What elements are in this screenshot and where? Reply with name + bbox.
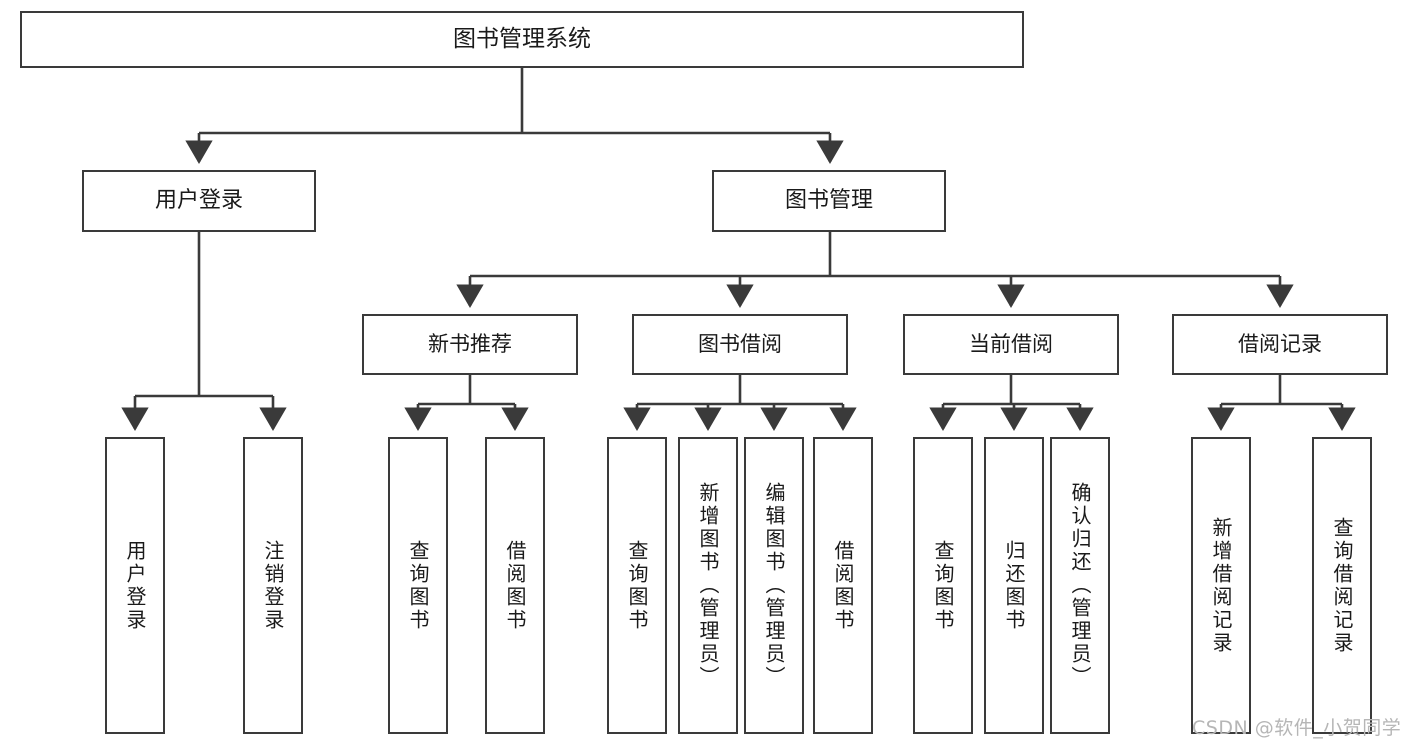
leaf-query-book-recommend[interactable]: 查询图书 — [388, 437, 448, 734]
node-book-management[interactable]: 图书管理 — [712, 170, 946, 232]
leaf-query-borrow-record-label: 查询借阅记录 — [1330, 516, 1354, 655]
leaf-query-book-recommend-label: 查询图书 — [406, 539, 430, 632]
node-user-login[interactable]: 用户登录 — [82, 170, 316, 232]
leaf-user-login[interactable]: 用户登录 — [105, 437, 165, 734]
node-borrow-record[interactable]: 借阅记录 — [1172, 314, 1388, 375]
leaf-query-book-current-label: 查询图书 — [931, 539, 955, 632]
node-current-borrow-label: 当前借阅 — [969, 331, 1053, 356]
leaf-query-book-borrow[interactable]: 查询图书 — [607, 437, 667, 734]
leaf-return-book-label: 归还图书 — [1002, 539, 1026, 632]
leaf-add-book-admin[interactable]: 新增图书（管理员） — [678, 437, 738, 734]
leaf-user-login-label: 用户登录 — [123, 539, 147, 632]
node-borrow-record-label: 借阅记录 — [1238, 331, 1322, 356]
leaf-query-book-borrow-label: 查询图书 — [625, 539, 649, 632]
leaf-borrow-book[interactable]: 借阅图书 — [813, 437, 873, 734]
watermark: CSDN @软件_小贺同学 — [1192, 717, 1402, 739]
leaf-logout-label: 注销登录 — [261, 539, 285, 632]
leaf-confirm-return-admin[interactable]: 确认归还（管理员） — [1050, 437, 1110, 734]
node-new-book-recommend-label: 新书推荐 — [428, 331, 512, 356]
node-root[interactable]: 图书管理系统 — [20, 11, 1024, 68]
leaf-edit-book-admin[interactable]: 编辑图书（管理员） — [744, 437, 804, 734]
node-book-management-label: 图书管理 — [784, 187, 873, 213]
leaf-query-book-current[interactable]: 查询图书 — [913, 437, 973, 734]
node-new-book-recommend[interactable]: 新书推荐 — [362, 314, 578, 375]
leaf-add-borrow-record[interactable]: 新增借阅记录 — [1191, 437, 1251, 734]
leaf-borrow-book-label: 借阅图书 — [831, 539, 855, 632]
node-book-borrow[interactable]: 图书借阅 — [632, 314, 848, 375]
node-book-borrow-label: 图书借阅 — [698, 331, 782, 356]
node-current-borrow[interactable]: 当前借阅 — [903, 314, 1119, 375]
leaf-logout[interactable]: 注销登录 — [243, 437, 303, 734]
leaf-add-book-admin-label: 新增图书（管理员） — [696, 482, 720, 689]
leaf-add-borrow-record-label: 新增借阅记录 — [1209, 516, 1233, 655]
leaf-query-borrow-record[interactable]: 查询借阅记录 — [1312, 437, 1372, 734]
leaf-return-book[interactable]: 归还图书 — [984, 437, 1044, 734]
leaf-edit-book-admin-label: 编辑图书（管理员） — [762, 482, 786, 689]
leaf-confirm-return-admin-label: 确认归还（管理员） — [1068, 482, 1092, 689]
leaf-borrow-book-recommend-label: 借阅图书 — [503, 539, 527, 632]
leaf-borrow-book-recommend[interactable]: 借阅图书 — [485, 437, 545, 734]
node-root-label: 图书管理系统 — [453, 25, 591, 52]
node-user-login-label: 用户登录 — [154, 187, 243, 213]
